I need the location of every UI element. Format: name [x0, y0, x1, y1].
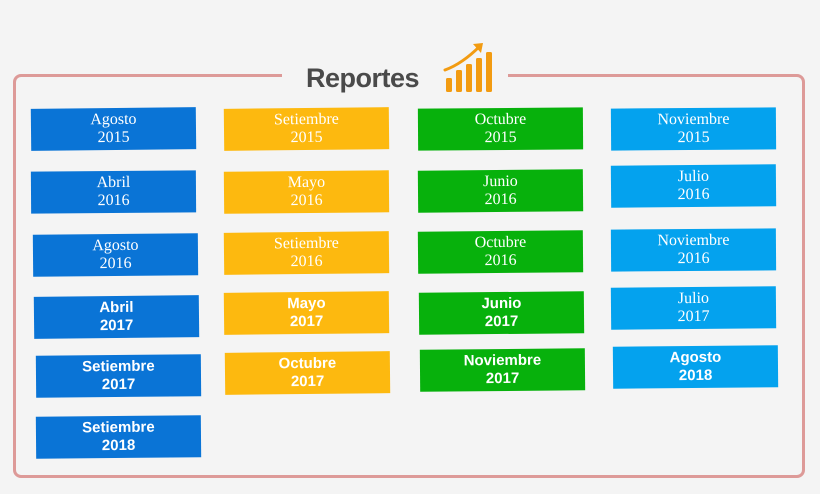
report-year: 2017	[290, 372, 325, 391]
report-year: 2017	[484, 312, 519, 331]
report-year: 2017	[289, 312, 324, 331]
report-year: 2016	[290, 191, 323, 210]
report-month: Octubre	[474, 233, 527, 252]
report-year: 2016	[677, 249, 710, 268]
report-year: 2016	[290, 252, 323, 271]
report-month: Noviembre	[657, 110, 730, 129]
page-title: Reportes	[306, 63, 420, 93]
report-month: Julio	[677, 167, 710, 186]
report-month: Setiembre	[82, 357, 155, 376]
header: Reportes	[282, 40, 508, 102]
report-month: Junio	[481, 294, 522, 313]
report-month: Agosto	[92, 236, 139, 255]
report-month: Noviembre	[657, 231, 730, 250]
report-year: 2017	[485, 369, 520, 388]
report-month: Noviembre	[463, 351, 542, 370]
report-year: 2015	[677, 128, 710, 147]
report-year: 2016	[99, 254, 132, 273]
report-year: 2015	[290, 128, 323, 147]
report-month: Octubre	[474, 110, 527, 129]
report-year: 2018	[678, 366, 713, 385]
report-month: Mayo	[287, 294, 326, 313]
report-year: 2016	[97, 191, 130, 210]
report-month: Mayo	[287, 173, 326, 192]
report-month: Setiembre	[273, 110, 339, 129]
report-year: 2015	[484, 128, 517, 147]
report-year: 2017	[677, 307, 710, 326]
report-month: Agosto	[669, 348, 722, 367]
report-year: 2015	[97, 128, 130, 147]
report-year: 2017	[99, 316, 134, 335]
report-month: Setiembre	[273, 234, 339, 253]
report-year: 2016	[484, 190, 517, 209]
report-year: 2016	[484, 251, 517, 270]
report-month: Setiembre	[82, 418, 155, 437]
report-month: Junio	[482, 172, 518, 191]
report-month: Julio	[677, 289, 710, 308]
report-year: 2016	[677, 185, 710, 204]
report-month: Abril	[96, 173, 131, 192]
report-month: Abril	[99, 298, 134, 317]
report-year: 2017	[101, 375, 136, 394]
report-month: Octubre	[278, 354, 337, 373]
report-month: Agosto	[90, 110, 137, 129]
bar-chart-growth-icon	[443, 43, 492, 92]
report-year: 2018	[101, 436, 136, 455]
